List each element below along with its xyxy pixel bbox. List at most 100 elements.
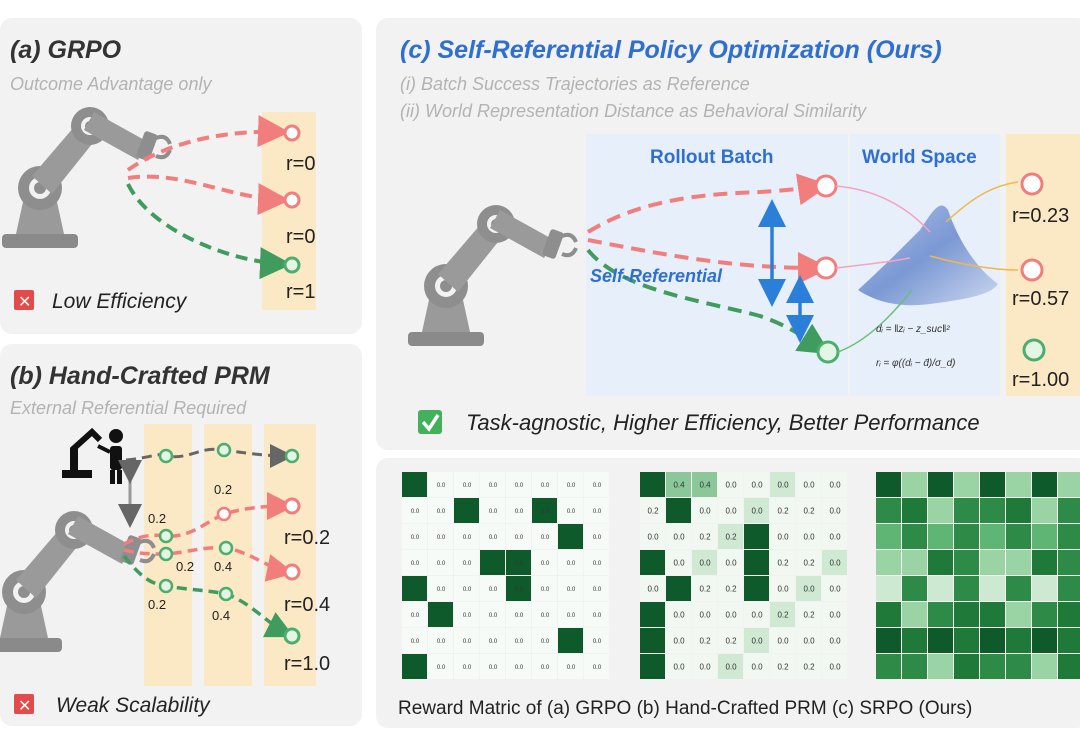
panel-a-reward-3: r=1 [286, 281, 315, 303]
panel-c-reward-2: r=0.57 [1012, 288, 1069, 310]
heatmap-cell [796, 628, 821, 653]
heatmap-cell [744, 472, 769, 497]
heatmap-cell [770, 550, 795, 575]
panel-b-step-label-6: 0.4 [212, 608, 230, 623]
heatmap-cell-label: 0.0 [593, 587, 602, 593]
panel-b-reward-2: r=0.4 [284, 594, 330, 616]
heatmap-cell [532, 498, 557, 523]
heatmap-cell [640, 524, 665, 549]
heatmap-cell [1006, 550, 1031, 575]
heatmap-cell [532, 628, 557, 653]
heatmap-cell-label: 0.0 [751, 637, 763, 646]
heatmap-cell [876, 524, 901, 549]
heatmap-cell [902, 498, 927, 523]
heatmap-cell-label: 0.0 [829, 507, 841, 516]
heatmap-cell-label: 0.0 [803, 481, 815, 490]
heatmap-cell [744, 550, 769, 575]
heatmap-cell-label: 0.0 [803, 637, 815, 646]
panel-c-rollout-node-2 [814, 256, 838, 280]
heatmap-cell-label: 0.0 [673, 611, 685, 620]
heatmap-cell-label: 0.0 [411, 639, 420, 645]
panel-b-subtitle: External Referential Required [10, 398, 247, 418]
heatmap-cell-label: 0.0 [541, 561, 550, 567]
formula-distance: dᵢ = ‖zᵢ − z_suc‖² [876, 324, 950, 335]
heatmap-cell [428, 472, 453, 497]
heatmap-cell [666, 524, 691, 549]
heatmap-cell [744, 654, 769, 679]
heatmap-cell [744, 498, 769, 523]
heatmap-cell [718, 602, 743, 627]
heatmap-cell [692, 628, 717, 653]
heatmap-cell [428, 550, 453, 575]
heatmap-cell [506, 472, 531, 497]
heatmap-cell-label: 0.0 [515, 561, 524, 567]
panel-b-step-label-3: 0.2 [176, 559, 194, 574]
heatmap-cell [770, 628, 795, 653]
heatmap-cell [506, 602, 531, 627]
heatmap-cell-label: 0.0 [463, 587, 472, 593]
panel-b-step-label-5: 0.2 [148, 597, 166, 612]
heatmap-cell [402, 550, 427, 575]
heatmap-cell [822, 654, 847, 679]
panel-b-reward-1: r=0.2 [284, 527, 330, 549]
matrix-srpo [876, 472, 1080, 679]
heatmap-cell [402, 472, 427, 497]
heatmap-cell [692, 602, 717, 627]
heatmap-cell [1032, 472, 1057, 497]
heatmap-cell [454, 628, 479, 653]
heatmap-cell [1058, 576, 1080, 601]
heatmap-cell-label: 0.0 [593, 639, 602, 645]
heatmap-cell [822, 628, 847, 653]
panel-b-node-2a [158, 546, 174, 562]
heatmap-cell [770, 602, 795, 627]
heatmap-cell [480, 524, 505, 549]
heatmap-cell [744, 524, 769, 549]
heatmap-cell-label: 0.0 [829, 611, 841, 620]
heatmap-cell-label: 0.0 [803, 585, 815, 594]
heatmap-cell [954, 524, 979, 549]
heatmap-cell [822, 524, 847, 549]
heatmap-cell [744, 628, 769, 653]
heatmap-cell-label: 0.0 [725, 611, 737, 620]
panel-b-end-node-1 [283, 497, 301, 515]
heatmap-cell-label: 0.0 [541, 483, 550, 489]
heatmap-cell-label: 0.0 [593, 665, 602, 671]
heatmap-cell [822, 602, 847, 627]
panel-c-point-1: (i) Batch Success Trajectories as Refere… [400, 74, 750, 94]
heatmap-cell-label: 0.0 [463, 535, 472, 541]
heatmap-cell-label: 0.0 [829, 663, 841, 672]
heatmap-cell [718, 498, 743, 523]
heatmap-cell-label: 0.4 [673, 481, 685, 490]
heatmap-cell [1032, 628, 1057, 653]
panel-b-step-label-2: 0.2 [214, 482, 232, 497]
heatmap-cell-label: 0.2 [777, 663, 789, 672]
heatmap-cell-label: 0.0 [673, 637, 685, 646]
heatmap-cell-label: 0.2 [777, 507, 789, 516]
heatmap-cell [770, 524, 795, 549]
heatmap-cell [666, 628, 691, 653]
heatmap-cell-label: 0.0 [673, 533, 685, 542]
heatmap-cell-label: 0.0 [673, 663, 685, 672]
heatmap-cell-label: 0.2 [803, 507, 815, 516]
heatmap-cell [532, 524, 557, 549]
heatmap-cell-label: 0.0 [593, 613, 602, 619]
panel-a-traj-success [126, 183, 292, 280]
heatmap-cell [640, 550, 665, 575]
heatmap-cell [428, 602, 453, 627]
heatmap-cell-label: 0.0 [541, 509, 550, 515]
heatmap-cell [480, 472, 505, 497]
panel-c-rollout-node-1 [814, 174, 838, 198]
heatmap-cell [454, 524, 479, 549]
heatmap-cell [402, 628, 427, 653]
map-line-1 [835, 185, 931, 233]
heatmap-cell-label: 0.2 [699, 585, 711, 594]
heatmap-cell [1032, 576, 1057, 601]
heatmap-cell [822, 498, 847, 523]
panel-b-title: (b) Hand-Crafted PRM [10, 362, 271, 390]
heatmap-cell-label: 0.0 [489, 483, 498, 489]
heatmap-cell [640, 602, 665, 627]
heatmap-cell [1058, 550, 1080, 575]
panel-b-node-2b [218, 540, 234, 556]
heatmap-cell [506, 628, 531, 653]
